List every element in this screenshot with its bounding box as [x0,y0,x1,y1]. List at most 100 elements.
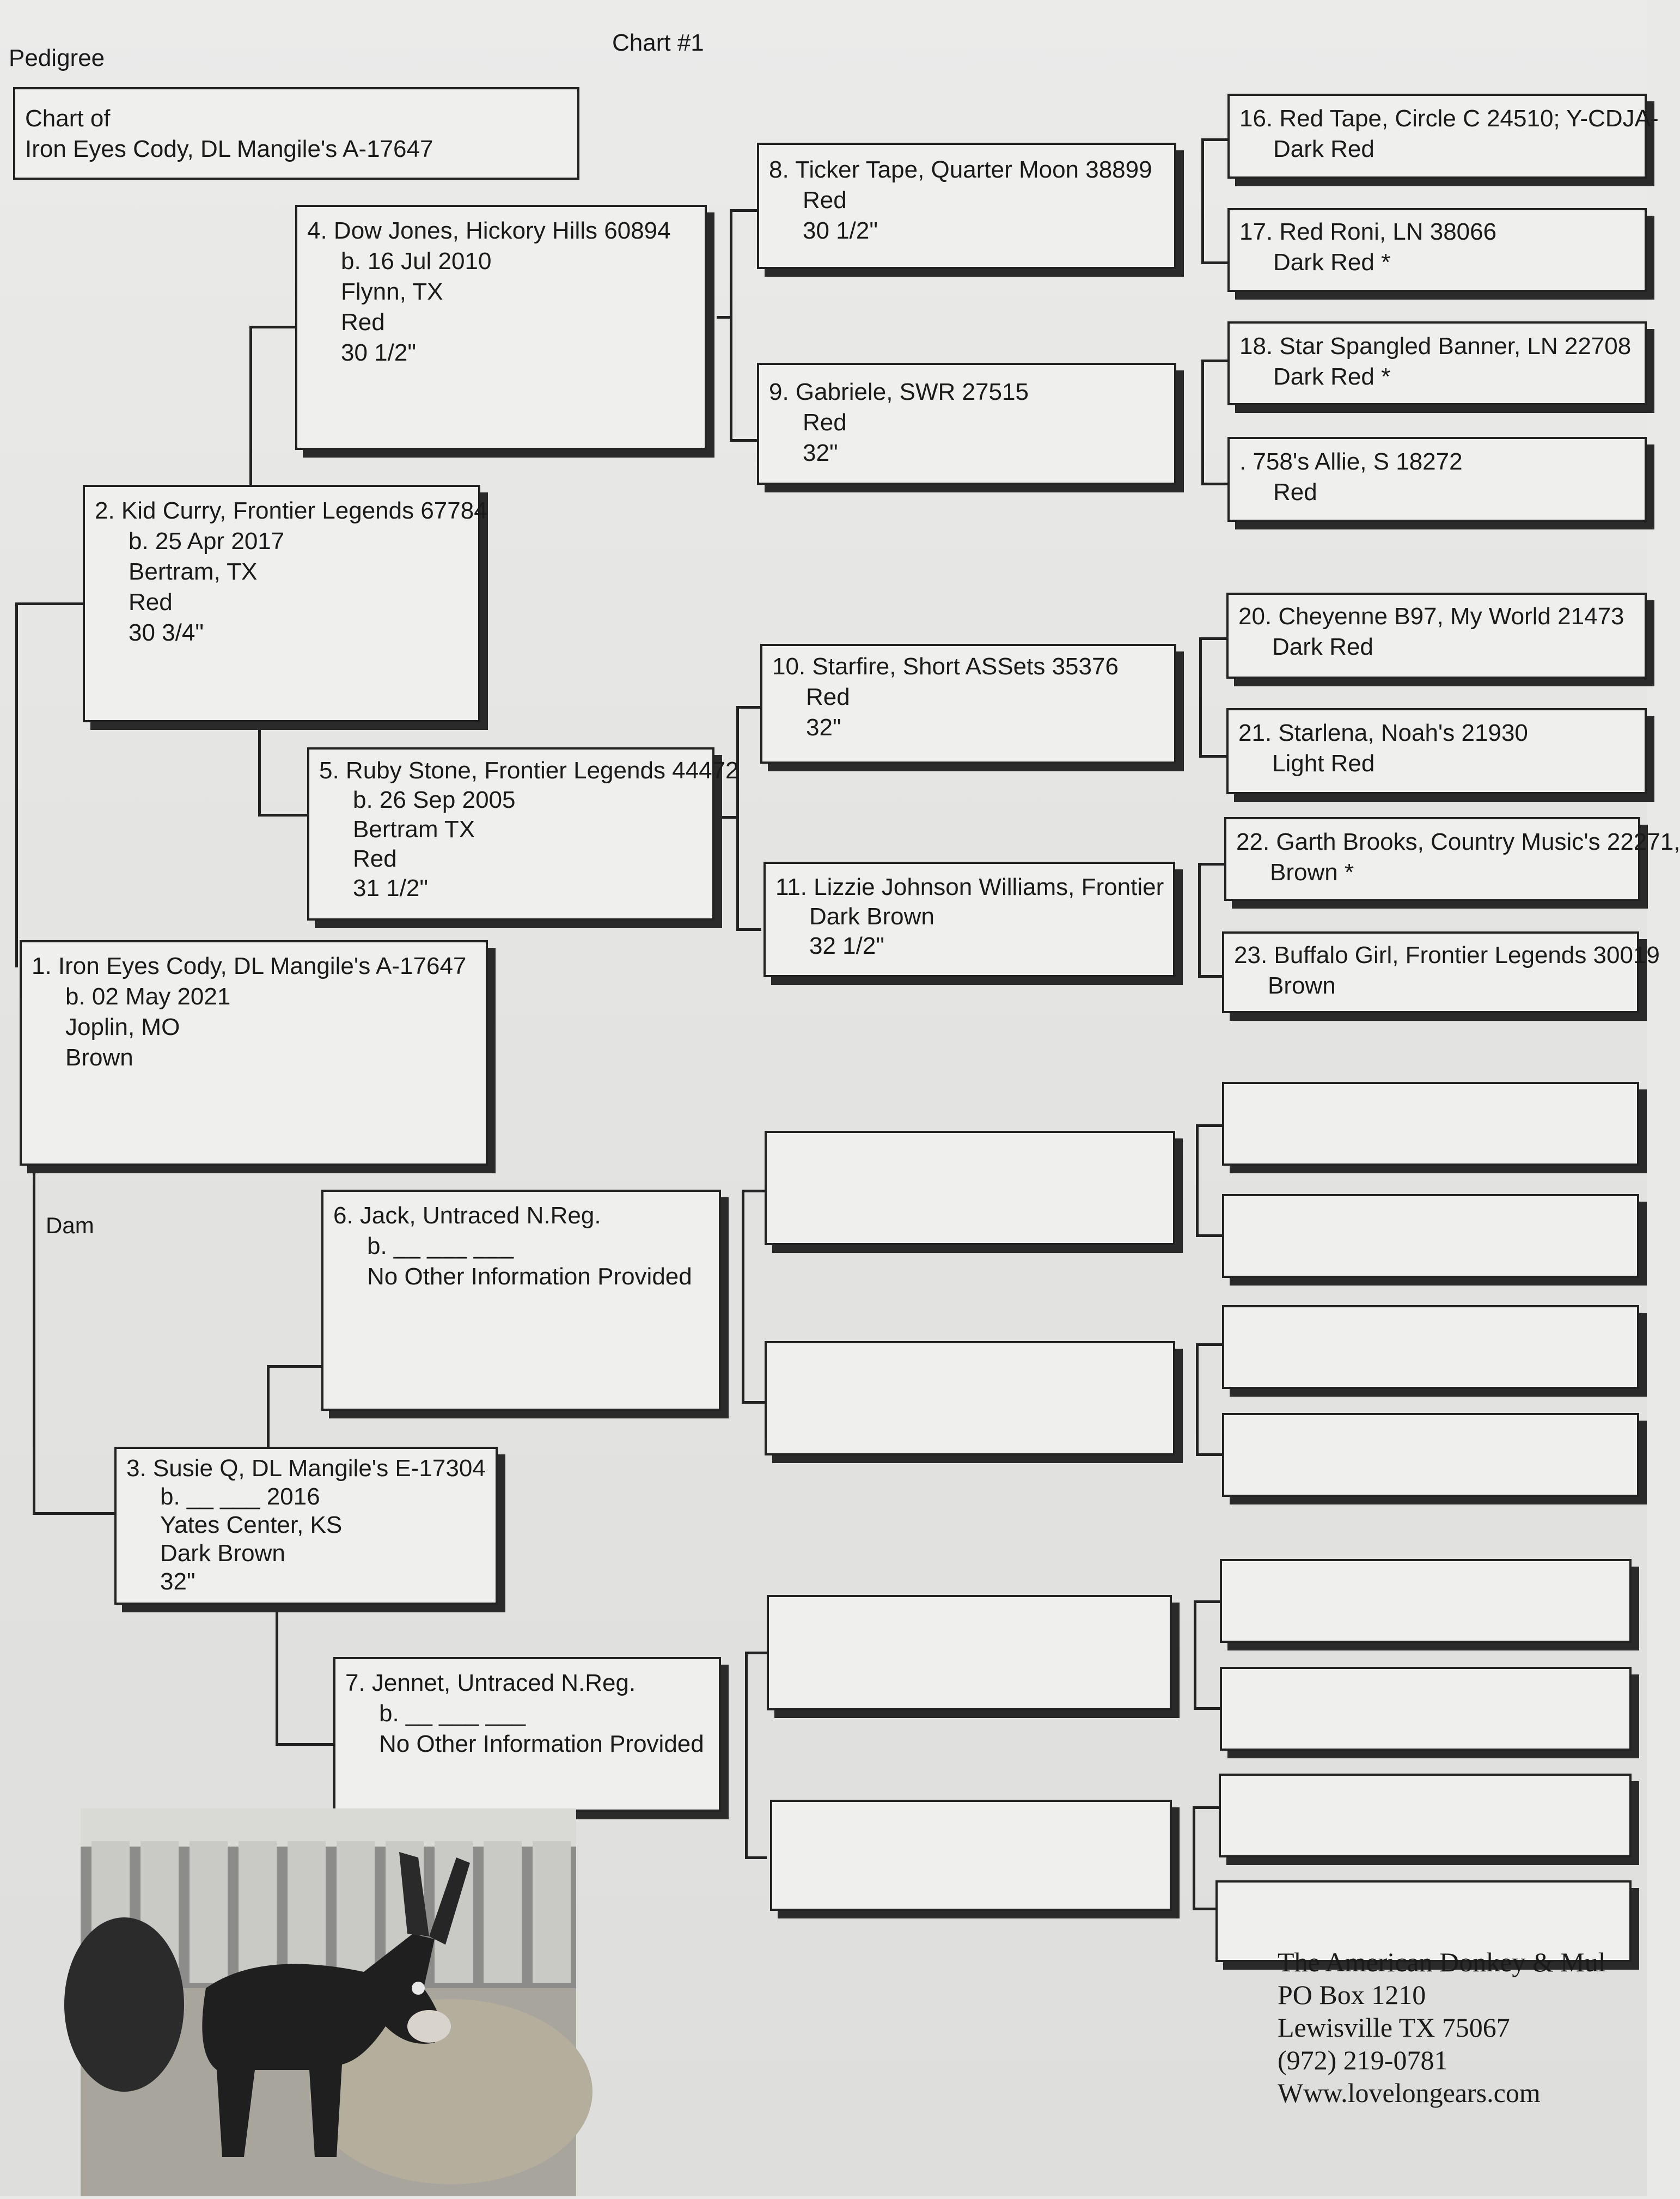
animal-6-box: 6. Jack, Untraced N.Reg. b. __ ___ ___ N… [321,1190,721,1411]
animal-2-name: 2. Kid Curry, Frontier Legends 67784 [95,497,487,524]
animal-23-name: 23. Buffalo Girl, Frontier Legends 30019 [1234,942,1660,968]
registry-address: The American Donkey & Mul PO Box 1210 Le… [1278,1947,1606,2109]
empty-box-15 [770,1800,1172,1911]
animal-2-height: 30 3/4" [129,619,204,646]
animal-5-place: Bertram TX [353,816,475,843]
animal-5-box: 5. Ruby Stone, Frontier Legends 44472 b.… [307,747,739,921]
empty-box-25 [1222,1194,1639,1278]
animal-19-name: . 758's Allie, S 18272 [1239,448,1463,475]
animal-19-box: . 758's Allie, S 18272 Red [1227,437,1647,522]
empty-box-26 [1222,1305,1639,1389]
chart-of-box: Chart of Iron Eyes Cody, DL Mangile's A-… [13,87,579,180]
animal-11-box: 11. Lizzie Johnson Williams, Frontier Da… [763,862,1175,977]
animal-11-height: 32 1/2" [809,933,884,959]
empty-box-30 [1219,1774,1632,1857]
pedigree-heading: Pedigree [9,45,105,71]
address-pobox: PO Box 1210 [1278,1979,1426,2010]
empty-box-12 [765,1131,1175,1245]
animal-17-box: 17. Red Roni, LN 38066 Dark Red * [1227,208,1647,292]
animal-6-birth: b. __ ___ ___ [367,1233,514,1259]
animal-5-height: 31 1/2" [353,875,428,901]
chart-of-subject: Iron Eyes Cody, DL Mangile's A-17647 [25,136,433,162]
animal-21-name: 21. Starlena, Noah's 21930 [1238,720,1528,746]
animal-16-color: Dark Red [1273,136,1374,162]
dam-label: Dam [46,1213,94,1238]
address-phone: (972) 219-0781 [1278,2045,1448,2075]
empty-box-31 [1215,1880,1632,1962]
address-city: Lewisville TX 75067 [1278,2012,1510,2043]
animal-10-box: 10. Starfire, Short ASSets 35376 Red 32" [760,644,1176,764]
animal-11-color: Dark Brown [809,903,934,930]
address-website: Www.lovelongears.com [1278,2078,1541,2108]
animal-18-box: 18. Star Spangled Banner, LN 22708 Dark … [1227,321,1647,405]
animal-2-color: Red [129,589,173,616]
animal-22-box: 22. Garth Brooks, Country Music's 22271,… [1224,817,1680,901]
animal-23-color: Brown [1268,972,1336,999]
animal-2-box: 2. Kid Curry, Frontier Legends 67784 b. … [83,485,487,722]
animal-22-name: 22. Garth Brooks, Country Music's 22271, [1236,829,1680,855]
empty-box-24 [1222,1082,1639,1166]
empty-box-28 [1220,1559,1632,1643]
animal-1-name: 1. Iron Eyes Cody, DL Mangile's A-17647 [32,953,467,979]
animal-9-name: 9. Gabriele, SWR 27515 [769,379,1029,405]
animal-16-box: 16. Red Tape, Circle C 24510; Y-CDJA- Da… [1227,94,1659,179]
animal-18-name: 18. Star Spangled Banner, LN 22708 [1239,333,1632,360]
chart-of-label: Chart of [25,105,111,132]
animal-9-box: 9. Gabriele, SWR 27515 Red 32" [757,363,1176,485]
animal-2-birth: b. 25 Apr 2017 [129,528,285,555]
animal-1-color: Brown [65,1044,133,1071]
animal-1-place: Joplin, MO [65,1014,180,1040]
animal-21-box: 21. Starlena, Noah's 21930 Light Red [1226,708,1647,794]
animal-8-name: 8. Ticker Tape, Quarter Moon 38899 [769,156,1152,183]
animal-1-birth: b. 02 May 2021 [65,983,231,1010]
animal-10-color: Red [806,684,850,710]
animal-10-height: 32" [806,714,841,741]
animal-4-place: Flynn, TX [341,278,443,305]
donkey-photo [64,1808,592,2196]
animal-9-color: Red [803,409,847,436]
animal-6-name: 6. Jack, Untraced N.Reg. [333,1202,601,1229]
animal-16-name: 16. Red Tape, Circle C 24510; Y-CDJA- [1239,105,1659,132]
animal-8-height: 30 1/2" [803,217,878,244]
animal-4-box: 4. Dow Jones, Hickory Hills 60894 b. 16 … [295,205,707,450]
animal-6-info: No Other Information Provided [367,1263,692,1290]
animal-3-place: Yates Center, KS [160,1512,343,1538]
animal-7-info: No Other Information Provided [379,1731,704,1757]
animal-5-birth: b. 26 Sep 2005 [353,787,516,813]
animal-3-color: Dark Brown [160,1540,285,1567]
empty-box-13 [765,1341,1175,1455]
animal-7-name: 7. Jennet, Untraced N.Reg. [345,1670,636,1696]
animal-2-place: Bertram, TX [129,558,258,585]
animal-20-box: 20. Cheyenne B97, My World 21473 Dark Re… [1226,593,1647,679]
animal-20-color: Dark Red [1272,633,1373,660]
animal-4-birth: b. 16 Jul 2010 [341,248,492,275]
animal-10-name: 10. Starfire, Short ASSets 35376 [772,653,1119,680]
animal-3-birth: b. __ ___ 2016 [160,1483,320,1510]
animal-21-color: Light Red [1272,750,1375,777]
animal-23-box: 23. Buffalo Girl, Frontier Legends 30019… [1222,931,1660,1013]
animal-17-name: 17. Red Roni, LN 38066 [1239,218,1497,245]
address-org: The American Donkey & Mul [1278,1947,1606,1977]
animal-8-box: 8. Ticker Tape, Quarter Moon 38899 Red 3… [757,143,1176,269]
animal-3-box: 3. Susie Q, DL Mangile's E-17304 b. __ _… [114,1447,498,1605]
animal-4-height: 30 1/2" [341,339,416,366]
animal-17-color: Dark Red * [1273,249,1391,276]
animal-20-name: 20. Cheyenne B97, My World 21473 [1238,603,1624,630]
animal-18-color: Dark Red * [1273,363,1391,390]
empty-box-14 [767,1595,1172,1710]
animal-22-color: Brown * [1270,859,1354,886]
animal-8-color: Red [803,187,847,214]
empty-box-27 [1222,1413,1639,1497]
animal-11-name: 11. Lizzie Johnson Williams, Frontier [775,874,1164,900]
animal-19-color: Red [1273,479,1317,505]
animal-9-height: 32" [803,440,838,466]
animal-4-color: Red [341,309,385,336]
animal-1-box: 1. Iron Eyes Cody, DL Mangile's A-17647 … [20,940,488,1166]
animal-7-box: 7. Jennet, Untraced N.Reg. b. __ ___ ___… [333,1657,721,1812]
empty-box-29 [1220,1667,1632,1751]
animal-3-name: 3. Susie Q, DL Mangile's E-17304 [126,1455,486,1482]
animal-7-birth: b. __ ___ ___ [379,1700,526,1727]
animal-5-name: 5. Ruby Stone, Frontier Legends 44472 [319,757,739,784]
animal-5-color: Red [353,845,397,872]
